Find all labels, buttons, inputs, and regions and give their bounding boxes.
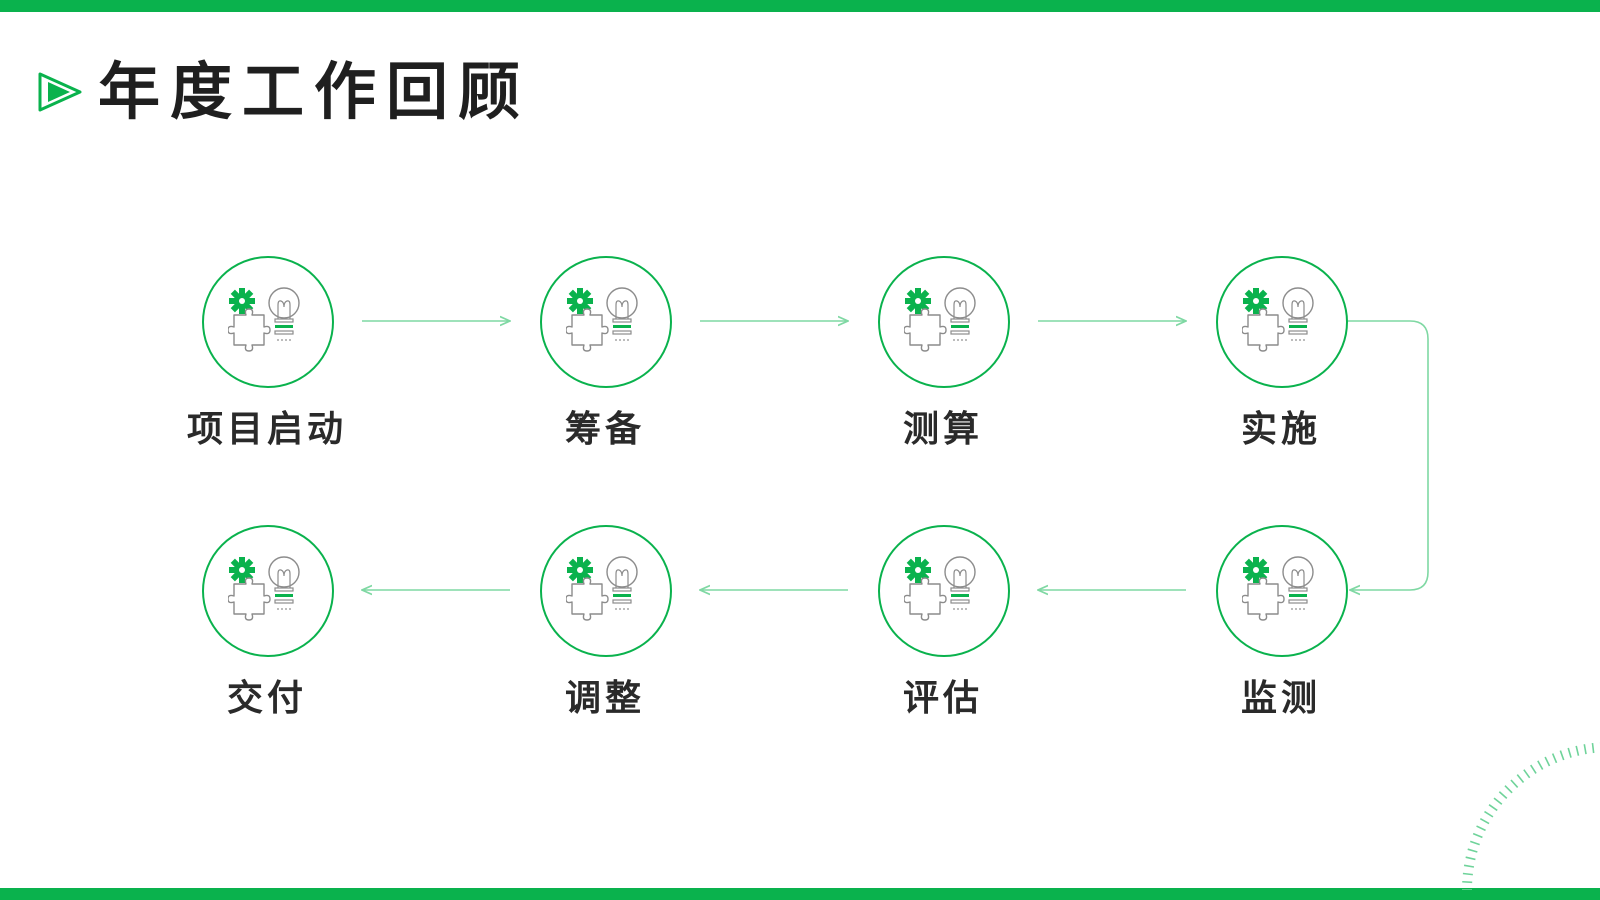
arc-tick bbox=[1567, 747, 1572, 758]
step-5: 监测 bbox=[1171, 525, 1391, 745]
arc-tick bbox=[1575, 745, 1580, 756]
step-1: 项目启动 bbox=[157, 256, 377, 476]
gear-puzzle-bulb-icon bbox=[878, 256, 1010, 388]
step-label: 测算 bbox=[902, 409, 983, 450]
arc-tick bbox=[1510, 779, 1519, 788]
decorative-tick-arc bbox=[1462, 742, 1600, 890]
arc-tick bbox=[1462, 880, 1473, 884]
arc-tick bbox=[1516, 774, 1525, 783]
step-3: 测算 bbox=[833, 256, 1053, 476]
arc-tick bbox=[1537, 760, 1544, 770]
arc-tick bbox=[1498, 791, 1508, 799]
arc-tick bbox=[1488, 804, 1498, 812]
step-4: 实施 bbox=[1171, 256, 1391, 476]
step-label: 评估 bbox=[902, 678, 983, 719]
page-header: 年度工作回顾 bbox=[36, 52, 530, 132]
arc-tick bbox=[1523, 769, 1531, 779]
arc-tick bbox=[1472, 832, 1483, 839]
step-label: 调整 bbox=[564, 678, 645, 719]
arc-tick bbox=[1504, 785, 1513, 794]
gear-puzzle-bulb-icon bbox=[1216, 256, 1348, 388]
step-7: 调整 bbox=[495, 525, 715, 745]
gear-puzzle-bulb-icon bbox=[540, 256, 672, 388]
arc-tick bbox=[1479, 817, 1490, 825]
arc-tick bbox=[1484, 810, 1494, 818]
step-label: 交付 bbox=[226, 678, 307, 719]
step-8: 交付 bbox=[157, 525, 377, 745]
arc-tick bbox=[1544, 756, 1551, 767]
step-label: 实施 bbox=[1240, 409, 1321, 450]
arc-tick bbox=[1469, 840, 1480, 846]
arc-tick bbox=[1476, 825, 1486, 832]
gear-puzzle-bulb-icon bbox=[878, 525, 1010, 657]
play-triangle-logo-icon bbox=[38, 72, 82, 112]
step-label: 筹备 bbox=[564, 409, 645, 450]
gear-puzzle-bulb-icon bbox=[1216, 525, 1348, 657]
step-label: 监测 bbox=[1240, 678, 1321, 719]
step-label: 项目启动 bbox=[186, 409, 347, 450]
gear-puzzle-bulb-icon bbox=[202, 256, 334, 388]
arc-tick bbox=[1530, 764, 1537, 774]
arc-tick bbox=[1467, 848, 1478, 853]
step-2: 筹备 bbox=[495, 256, 715, 476]
gear-puzzle-bulb-icon bbox=[202, 525, 334, 657]
bottom-accent-bar bbox=[0, 888, 1600, 900]
connector-4-5 bbox=[1346, 320, 1429, 590]
arc-tick bbox=[1583, 744, 1587, 755]
arc-tick bbox=[1465, 856, 1476, 861]
top-accent-bar bbox=[0, 0, 1600, 12]
page-title: 年度工作回顾 bbox=[98, 55, 531, 128]
arc-tick bbox=[1462, 872, 1473, 876]
arc-tick bbox=[1591, 742, 1595, 754]
arc-tick bbox=[1559, 750, 1565, 761]
arc-tick bbox=[1493, 797, 1503, 805]
gear-puzzle-bulb-icon bbox=[540, 525, 672, 657]
arc-tick bbox=[1551, 753, 1558, 764]
step-6: 评估 bbox=[833, 525, 1053, 745]
arc-tick bbox=[1463, 864, 1475, 868]
